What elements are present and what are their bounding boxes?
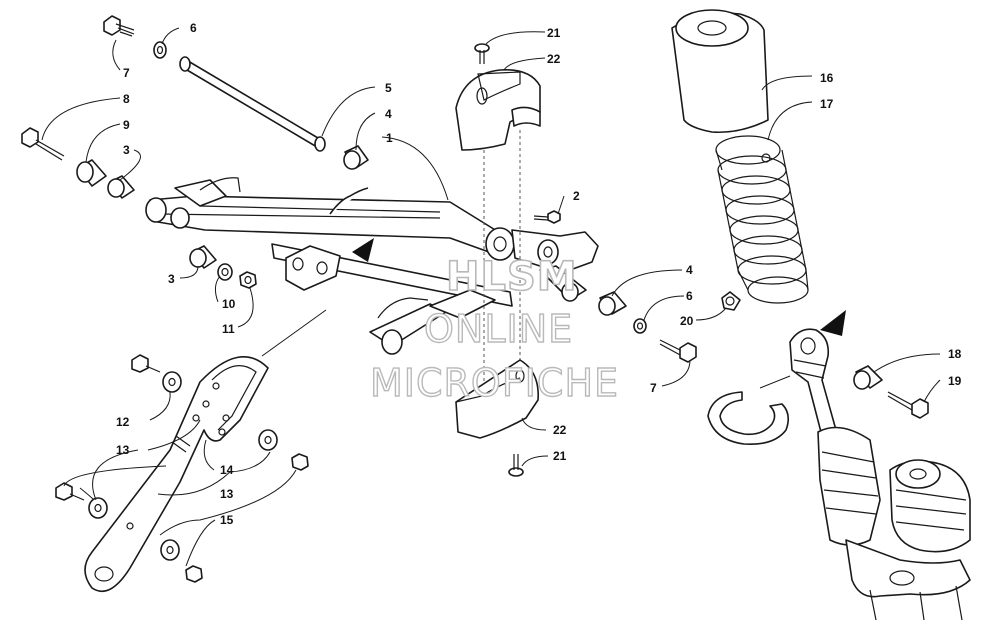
nut-11 xyxy=(239,271,257,289)
bolt-12-lower xyxy=(55,482,85,501)
callout-8: 8 xyxy=(123,92,130,106)
callout-13: 13 xyxy=(220,487,234,501)
callout-1: 1 xyxy=(386,131,393,145)
callout-20: 20 xyxy=(680,314,694,328)
bushing-3-lower xyxy=(189,245,217,269)
washer-13-top xyxy=(162,371,182,393)
screw-21-bottom xyxy=(508,454,524,477)
washer-13-lower xyxy=(88,497,108,519)
watermark-line-2: ONLINE xyxy=(424,307,573,351)
link-14 xyxy=(84,356,269,593)
watermark-line-3: MICROFICHE xyxy=(370,361,619,405)
shaft-5 xyxy=(179,56,326,152)
callout-6: 6 xyxy=(190,21,197,35)
shock-absorber xyxy=(789,328,971,621)
callout-3: 3 xyxy=(123,143,130,157)
callout-5: 5 xyxy=(385,81,392,95)
bolt-19 xyxy=(887,391,929,419)
bolt-7-right xyxy=(659,339,697,363)
callout-14: 14 xyxy=(220,463,234,477)
watermark-line-1: HLSM xyxy=(446,254,578,300)
callout-10: 10 xyxy=(222,297,236,311)
callout-7: 7 xyxy=(123,66,130,80)
callout-6: 6 xyxy=(686,289,693,303)
nut-15-top xyxy=(291,453,309,471)
bolt-12 xyxy=(131,354,161,373)
washer-13-bottom xyxy=(160,539,180,561)
callout-12: 12 xyxy=(116,415,130,429)
boot-16 xyxy=(671,9,769,134)
callout-22: 22 xyxy=(553,423,567,437)
bolt-8 xyxy=(21,127,65,161)
callout-19: 19 xyxy=(948,374,962,388)
swing-arm-1 xyxy=(145,177,599,355)
bolt-7-top xyxy=(103,15,135,37)
pointer-arrow-left xyxy=(352,238,374,262)
callout-4: 4 xyxy=(385,107,392,121)
callout-4: 4 xyxy=(686,263,693,277)
nut-15-bottom xyxy=(185,565,203,583)
callout-15: 15 xyxy=(220,513,234,527)
bumper-22-top xyxy=(455,69,541,151)
callout-2: 2 xyxy=(573,189,580,203)
bushing-4-right xyxy=(598,291,627,316)
callout-21: 21 xyxy=(547,26,561,40)
callout-7: 7 xyxy=(650,381,657,395)
callout-labels: 6 7 5 4 8 9 3 1 2 21 22 3 10 11 4 6 7 20… xyxy=(116,21,962,527)
callout-9: 9 xyxy=(123,118,130,132)
bumper-22-bottom xyxy=(455,359,539,439)
washer-10 xyxy=(217,263,233,281)
pointer-arrow-right xyxy=(820,310,846,336)
bushing-3-top xyxy=(107,175,135,199)
leader-lines xyxy=(41,27,941,567)
bolt-2 xyxy=(533,210,561,224)
washer-6-right xyxy=(633,318,647,334)
callout-18: 18 xyxy=(948,347,962,361)
callout-22: 22 xyxy=(547,52,561,66)
sleeve-9 xyxy=(76,159,107,187)
callout-13: 13 xyxy=(116,443,130,457)
callout-21: 21 xyxy=(553,449,567,463)
spring-17 xyxy=(715,135,809,304)
washer-13-right xyxy=(258,429,278,451)
sleeve-18 xyxy=(853,365,883,390)
bushing-4-left xyxy=(343,145,369,170)
callout-17: 17 xyxy=(820,97,834,111)
screw-21-top xyxy=(474,43,490,64)
callout-3: 3 xyxy=(168,272,175,286)
bushing-20 xyxy=(721,291,741,311)
callout-11: 11 xyxy=(222,322,235,336)
washer-6-top xyxy=(153,41,167,59)
clip-ring xyxy=(707,391,790,446)
watermark: HLSM ONLINE MICROFICHE xyxy=(369,253,619,406)
callout-16: 16 xyxy=(820,71,834,85)
